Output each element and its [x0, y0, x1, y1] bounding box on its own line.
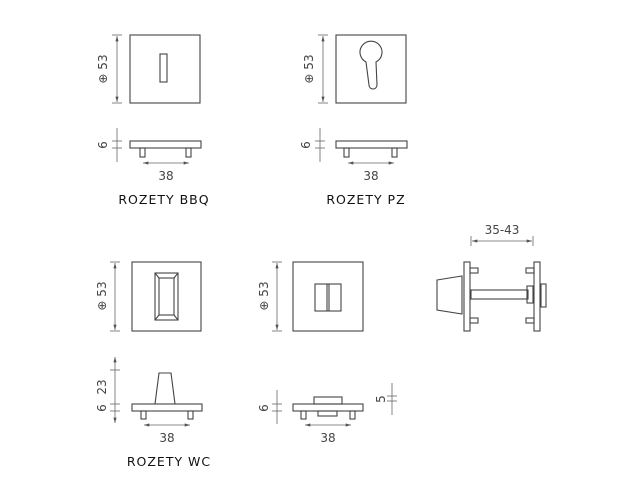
wc-knob-dim: 23 — [95, 379, 109, 394]
wc-pins-dim: 38 — [159, 431, 174, 445]
wc-outer-side-view: 6 5 38 — [257, 383, 397, 445]
door-thickness-dim: 35-43 — [485, 223, 520, 237]
bbq-label: ROZETY BBQ — [118, 192, 209, 207]
pz-label: ROZETY PZ — [326, 192, 405, 207]
pz-front-view: ⊕ 53 — [302, 34, 407, 104]
pz-pins-dim: 38 — [363, 169, 378, 183]
pz-side-view: 6 38 — [299, 128, 408, 183]
wc-side-view: 23 6 38 — [95, 357, 203, 445]
pz-height-dim: 6 — [299, 141, 313, 149]
wc2-thumb-dim: 5 — [374, 395, 388, 403]
wc-front-view: ⊕ 53 — [95, 261, 202, 332]
bbq-height-dim: 6 — [96, 141, 110, 149]
bbq-size-dim: ⊕ 53 — [96, 54, 110, 83]
wc-outer-front-view: ⊕ 53 — [257, 261, 364, 332]
wc-label: ROZETY WC — [127, 454, 211, 469]
wc-size-dim: ⊕ 53 — [95, 281, 109, 310]
bbq-pins-dim: 38 — [158, 169, 173, 183]
wc-height-dim: 6 — [95, 404, 109, 412]
bbq-side-view: 6 38 — [96, 128, 202, 183]
wc2-pins-dim: 38 — [320, 431, 335, 445]
wc2-size-dim: ⊕ 53 — [257, 281, 271, 310]
wc2-height-dim: 6 — [257, 404, 271, 412]
assembly-side-view: 35-43 — [436, 223, 547, 332]
bbq-front-view: ⊕ 53 — [96, 34, 201, 104]
pz-size-dim: ⊕ 53 — [302, 54, 316, 83]
